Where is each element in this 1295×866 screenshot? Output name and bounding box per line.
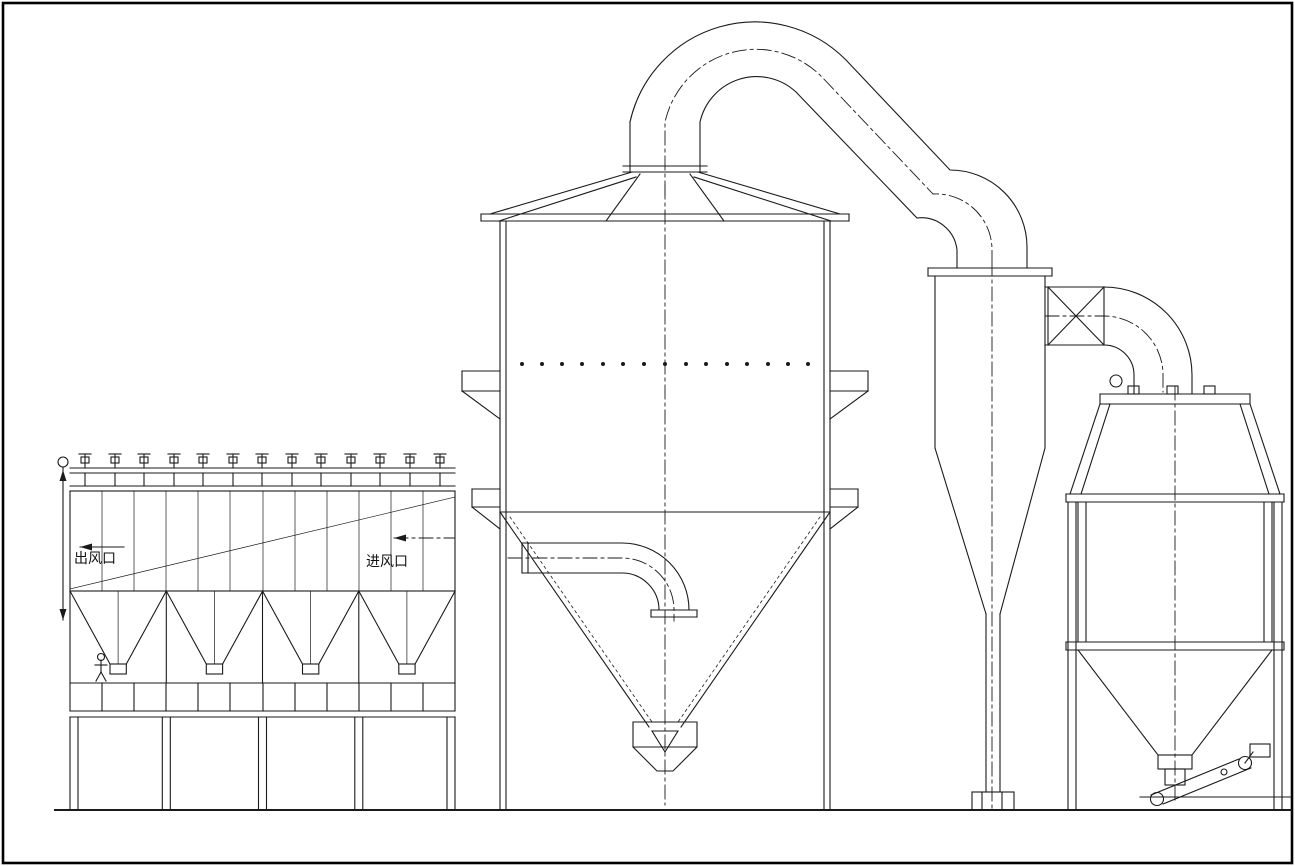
air-outlet-arrow-icon xyxy=(80,543,92,551)
pulse-valve-icon xyxy=(433,453,447,487)
belt-conveyor xyxy=(1149,743,1271,807)
dust-hoppers xyxy=(69,590,456,684)
nozzle-icon xyxy=(1109,374,1123,388)
support-legs xyxy=(69,716,456,811)
cyclone-dip-leg xyxy=(971,613,1015,811)
air-inlet-arrow-icon xyxy=(394,534,406,542)
conveyor-motor-icon xyxy=(1249,743,1271,758)
pulse-valve-icon xyxy=(314,453,328,487)
pulse-valve-icon xyxy=(285,453,299,487)
air-outlet-label: 出风口 xyxy=(74,551,116,567)
top-outlet-duct xyxy=(629,21,1028,269)
support-brackets xyxy=(461,370,869,530)
tube-sheet-holes xyxy=(520,362,810,366)
pulse-valve-row xyxy=(69,453,456,492)
conveyor-pulley-icon xyxy=(1237,755,1253,771)
cyclone-top-plate xyxy=(927,267,1053,277)
pulse-valve-icon xyxy=(255,453,269,487)
pulse-valve-icon xyxy=(373,453,387,487)
pulse-valve-icon xyxy=(226,453,240,487)
vessel-cone xyxy=(499,511,831,772)
right-vessel-top xyxy=(1069,385,1281,495)
pulse-valve-icon xyxy=(108,453,122,487)
right-vessel xyxy=(1065,385,1292,811)
inlet-elbow-duct xyxy=(507,542,698,622)
pulse-valve-icon xyxy=(196,453,210,487)
cyclone-body xyxy=(934,275,1046,615)
crossover-duct xyxy=(1044,286,1193,395)
pulse-valve-icon xyxy=(137,453,151,487)
right-vessel-legs xyxy=(1067,501,1292,811)
support-platform xyxy=(69,682,456,718)
cyclone-separator xyxy=(927,261,1053,813)
pulse-valve-icon xyxy=(167,453,181,487)
pulse-valve-icon xyxy=(344,453,358,487)
height-dimension xyxy=(57,456,69,621)
discharge-fitting-icon xyxy=(94,652,108,682)
air-inlet-label: 进风口 xyxy=(366,554,408,570)
rotary-valve-icon xyxy=(971,791,1015,811)
pulse-valve-icon xyxy=(403,453,417,487)
vessel-shell xyxy=(499,220,831,811)
air-inlet-callout: 进风口 xyxy=(366,534,456,570)
datum-symbol-icon xyxy=(57,456,69,468)
pulse-valve-icon xyxy=(78,453,92,487)
filter-panels xyxy=(69,490,456,592)
baghouse-dust-collector: 出风口 进风口 xyxy=(57,453,456,811)
center-vessel xyxy=(461,165,869,811)
air-outlet-callout: 出风口 xyxy=(74,543,125,567)
conveyor-idler-icon xyxy=(1220,768,1228,776)
